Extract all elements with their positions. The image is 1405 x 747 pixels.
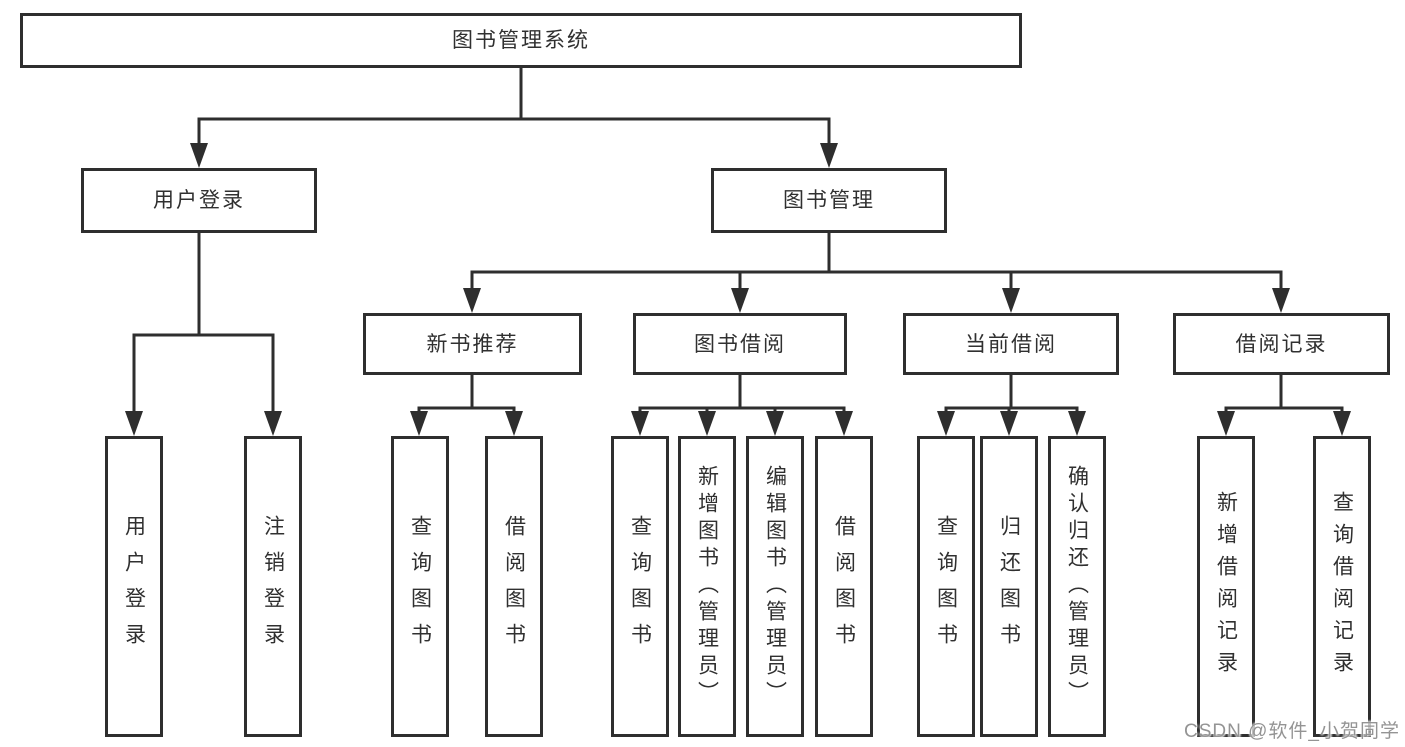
node-label: 注销登录 (261, 514, 285, 659)
node-label: 查询借阅记录 (1330, 490, 1354, 683)
leaf-query-borrow-record: 查询借阅记录 (1313, 436, 1371, 737)
node-label: 新增图书（管理员） (695, 465, 719, 708)
csdn-watermark: CSDN @软件_小贺同学 (1184, 721, 1400, 742)
node-label: 查询图书 (934, 514, 958, 659)
node-book-management: 图书管理 (711, 168, 947, 233)
leaf-add-borrow-record: 新增借阅记录 (1197, 436, 1255, 737)
node-label: 查询图书 (408, 514, 432, 659)
arrowheads (125, 143, 1351, 436)
node-label: 借阅记录 (1235, 332, 1328, 356)
node-label: 图书借阅 (694, 332, 786, 356)
node-current-borrow: 当前借阅 (903, 313, 1119, 375)
leaf-borrow-books: 借阅图书 (815, 436, 873, 737)
node-label: 用户登录 (122, 514, 146, 659)
leaf-user-login: 用户登录 (105, 436, 163, 737)
node-label: 图书管理 (783, 189, 875, 212)
leaf-add-books-admin: 新增图书（管理员） (678, 436, 736, 737)
node-label: 借阅图书 (502, 514, 526, 659)
node-borrow-records: 借阅记录 (1173, 313, 1390, 375)
node-label: 查询图书 (628, 514, 652, 659)
node-label: 编辑图书（管理员） (763, 465, 787, 708)
node-label: 图书管理系统 (452, 29, 590, 52)
node-label: 新书推荐 (426, 332, 519, 356)
node-label: 归还图书 (997, 514, 1021, 659)
leaf-query-books: 查询图书 (917, 436, 975, 737)
node-new-book-recommend: 新书推荐 (363, 313, 582, 375)
leaf-query-books: 查询图书 (611, 436, 669, 737)
node-label: 确认归还（管理员） (1065, 465, 1089, 708)
node-user-login: 用户登录 (81, 168, 317, 233)
leaf-borrow-books: 借阅图书 (485, 436, 543, 737)
node-book-borrow: 图书借阅 (633, 313, 847, 375)
node-label: 新增借阅记录 (1214, 490, 1238, 683)
leaf-edit-books-admin: 编辑图书（管理员） (746, 436, 804, 737)
node-label: 用户登录 (153, 189, 245, 212)
leaf-confirm-return-admin: 确认归还（管理员） (1048, 436, 1106, 737)
node-label: 借阅图书 (832, 514, 856, 659)
node-label: 当前借阅 (965, 332, 1057, 356)
leaf-query-books: 查询图书 (391, 436, 449, 737)
node-library-management-system: 图书管理系统 (20, 13, 1022, 68)
leaf-return-books: 归还图书 (980, 436, 1038, 737)
leaf-logout: 注销登录 (244, 436, 302, 737)
